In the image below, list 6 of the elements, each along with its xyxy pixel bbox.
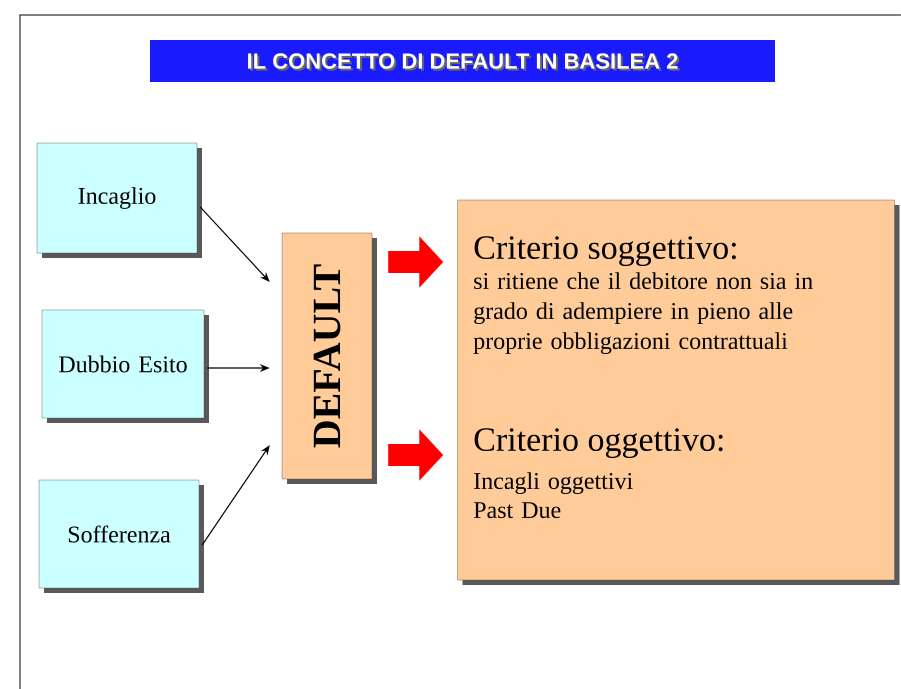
category-box: Sofferenza — [38, 480, 204, 593]
title-banner: IL CONCETTO DI DEFAULT IN BASILEA 2 — [150, 40, 775, 82]
criteria-panel: Criterio soggettivo: si ritiene che il debitore non sia in grado di adempiere in pieno alle proprie obbligazioni contrattuali Criterio oggettivo: Incagli oggettivi Past Due — [457, 200, 900, 585]
default-box: DEFAULT — [282, 232, 377, 484]
category-box: Incaglio — [36, 142, 202, 258]
category-box: Dubbio Esito — [42, 310, 209, 423]
